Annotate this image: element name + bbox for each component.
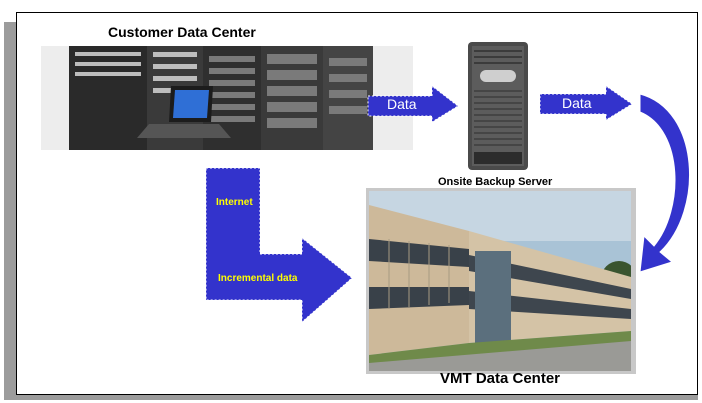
customer-server-rack-image: [41, 46, 413, 150]
customer-data-center-title: Customer Data Center: [108, 24, 256, 40]
onsite-backup-server-image: [462, 40, 534, 174]
data-arrow-1: [367, 84, 459, 123]
vmt-data-center-label: VMT Data Center: [440, 370, 561, 387]
internet-label: Internet: [216, 197, 253, 208]
data-arrow-2: [539, 85, 633, 121]
onsite-backup-server-label: Onsite Backup Server: [438, 176, 553, 188]
curved-arrow: [639, 93, 690, 273]
internet-bent-arrow: [205, 167, 353, 324]
vmt-data-center-image: [369, 191, 631, 371]
data-arrow-1-label: Data: [387, 96, 417, 112]
data-arrow-2-label: Data: [562, 95, 592, 111]
incremental-data-label: Incremental data: [218, 273, 298, 284]
